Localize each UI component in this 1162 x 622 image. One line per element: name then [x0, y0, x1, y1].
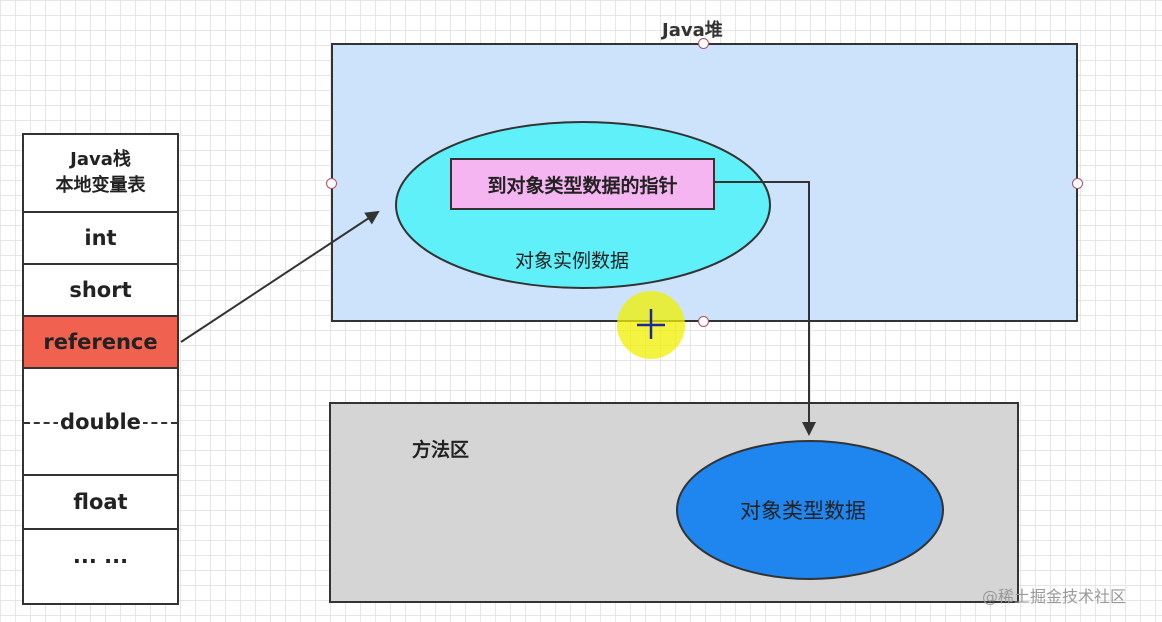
local-variable-table-title: 本地变量表	[55, 175, 146, 196]
stack-title: Java栈	[70, 149, 131, 170]
stack-cell-short[interactable]: short	[24, 265, 177, 317]
stack-cell-label: short	[69, 278, 132, 302]
resize-handle-bottom[interactable]	[698, 316, 709, 327]
method-area-title: 方法区	[412, 439, 470, 461]
stack-cell-label: int	[84, 226, 117, 250]
stack-cell-more[interactable]: ... ...	[24, 530, 177, 603]
object-type-ellipse[interactable]	[676, 440, 944, 580]
stack-cell-label: reference	[43, 330, 158, 354]
stack-cell-double[interactable]: double	[24, 369, 177, 476]
object-type-label: 对象类型数据	[740, 499, 866, 523]
resize-handle-top[interactable]	[698, 38, 709, 49]
type-pointer-box[interactable]: 到对象类型数据的指针	[450, 158, 715, 210]
resize-handle-right[interactable]	[1072, 178, 1083, 189]
stack-cell-int[interactable]: int	[24, 213, 177, 265]
object-instance-label: 对象实例数据	[515, 250, 630, 272]
reference-arrow	[180, 210, 380, 343]
stack-cell-float[interactable]: float	[24, 476, 177, 530]
watermark: @稀土掘金技术社区	[982, 587, 1127, 606]
resize-handle-left[interactable]	[326, 178, 337, 189]
stack-cell-label: ... ...	[72, 544, 129, 568]
java-heap-title: Java堆	[662, 20, 723, 41]
stack-cell-label: float	[73, 490, 128, 514]
stack-cell-label: double	[58, 409, 143, 434]
java-stack-table[interactable]: Java栈 本地变量表 int short reference double f…	[22, 133, 179, 605]
stack-cell-reference[interactable]: reference	[24, 317, 177, 369]
cursor-icon	[617, 291, 685, 359]
type-pointer-label: 到对象类型数据的指针	[487, 174, 678, 197]
type-pointer-arrow	[715, 181, 816, 436]
stack-header: Java栈 本地变量表	[24, 135, 177, 213]
